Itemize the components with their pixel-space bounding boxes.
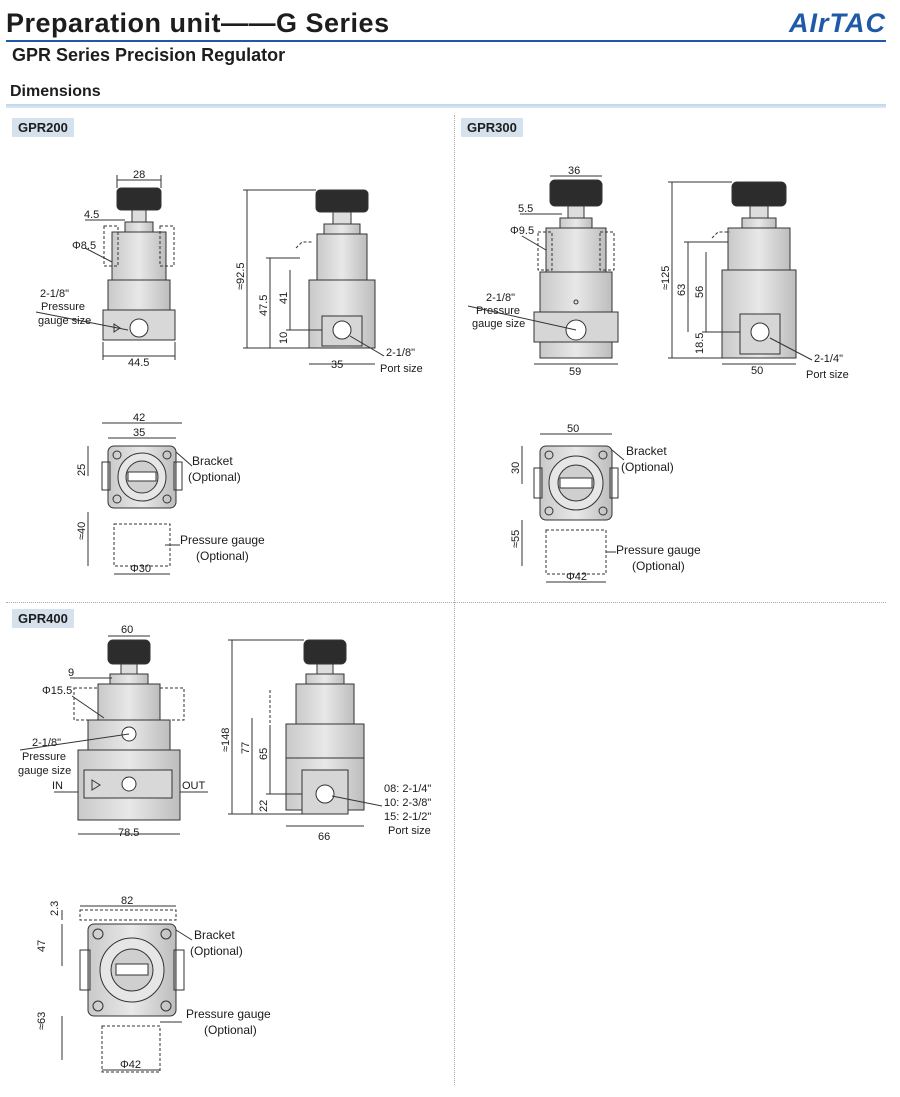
gpr400-dim-side-width: 66 xyxy=(318,831,330,843)
gpr200-bracket-label: Bracket xyxy=(192,454,233,468)
gpr400-gauge-thread: 2-1/8" xyxy=(32,737,61,749)
gpr300-bracket-optional: (Optional) xyxy=(621,460,674,474)
gpr400-port-label: Port size xyxy=(388,825,431,837)
gpr300-dim-height-2: 63 xyxy=(676,284,688,296)
gpr200-dim-height-3: 41 xyxy=(278,292,290,304)
gpr300-front-view xyxy=(467,175,619,365)
gpr200-gauge-thread: 2-1/8" xyxy=(40,288,69,300)
gpr200-bracket-optional: (Optional) xyxy=(188,470,241,484)
gpr200-dim-width-bottom: 44.5 xyxy=(128,357,149,369)
panel-label-gpr200: GPR200 xyxy=(12,118,74,137)
gpr200-dim-height: ≈92.5 xyxy=(235,263,247,290)
gpr400-dim-width-top: 60 xyxy=(121,624,133,636)
gpr200-gauge-label-1: Pressure xyxy=(41,301,85,313)
section-rule xyxy=(6,104,886,108)
gpr400-front-view xyxy=(19,635,208,835)
gpr300-gauge-label-1: Pressure xyxy=(476,305,520,317)
gpr400-bracket-label: Bracket xyxy=(194,928,235,942)
gpr400-gauge-optional: (Optional) xyxy=(204,1023,257,1037)
gpr200-dim-height-2: 47.5 xyxy=(258,295,270,316)
gpr200-port-thread: 2-1/8" xyxy=(386,347,415,359)
gpr300-gauge-optional: (Optional) xyxy=(632,559,685,573)
gpr400-dim-hole: Φ15.5 xyxy=(42,685,72,697)
gpr300-dim-gauge-height: ≈55 xyxy=(510,530,522,548)
gpr200-port-label: Port size xyxy=(380,363,423,375)
gpr400-dim-bottom-47: 47 xyxy=(36,940,48,952)
gpr400-in-label: IN xyxy=(52,780,63,792)
gpr300-port-label: Port size xyxy=(806,369,849,381)
gpr400-gauge-label: Pressure gauge xyxy=(186,1007,271,1021)
gpr400-gauge-label-1: Pressure xyxy=(22,751,66,763)
gpr300-bottom-view xyxy=(521,433,625,583)
gpr200-gauge-optional: (Optional) xyxy=(196,549,249,563)
gpr400-bottom-view xyxy=(61,905,193,1073)
gpr200-side-view xyxy=(243,189,385,365)
gpr200-dim-gauge-height: ≈40 xyxy=(76,522,88,540)
gpr300-gauge-label: Pressure gauge xyxy=(616,543,701,557)
gpr300-dim-height-3: 56 xyxy=(694,286,706,298)
gpr400-dim-height-2: 77 xyxy=(240,742,252,754)
gpr200-dim-bottom-42: 42 xyxy=(133,412,145,424)
page-title: Preparation unit——G Series xyxy=(6,8,390,38)
brand-logo: AIrTAC xyxy=(789,8,886,38)
gpr300-dim-stem: 5.5 xyxy=(518,203,533,215)
gpr300-dim-height-4: 18.5 xyxy=(694,333,706,354)
gpr200-gauge-label: Pressure gauge xyxy=(180,533,265,547)
gpr400-port-08: 08: 2-1/4" xyxy=(384,783,431,795)
gpr300-gauge-label-2: gauge size xyxy=(472,318,525,330)
gpr400-dim-width-bottom: 78.5 xyxy=(118,827,139,839)
page-subtitle: GPR Series Precision Regulator xyxy=(12,45,286,65)
vertical-divider xyxy=(454,115,455,1085)
gpr400-gauge-label-2: gauge size xyxy=(18,765,71,777)
gpr400-dim-stem: 9 xyxy=(68,667,74,679)
gpr200-dim-width-top: 28 xyxy=(133,169,145,181)
gpr400-dim-gauge-height: ≈63 xyxy=(36,1012,48,1030)
gpr300-side-view xyxy=(668,181,813,365)
gpr300-dim-bottom-50: 50 xyxy=(567,423,579,435)
gpr400-dim-height-4: 22 xyxy=(258,800,270,812)
gpr300-gauge-thread: 2-1/8" xyxy=(486,292,515,304)
gpr400-dim-bottom-82: 82 xyxy=(121,895,133,907)
section-title: Dimensions xyxy=(10,83,101,100)
gpr400-port-10: 10: 2-3/8" xyxy=(384,797,431,809)
gpr300-bracket-label: Bracket xyxy=(626,444,667,458)
gpr400-dim-bottom-23: 2.3 xyxy=(49,901,61,916)
gpr300-dim-width-top: 36 xyxy=(568,165,580,177)
gpr300-dim-side-width: 50 xyxy=(751,365,763,377)
gpr200-dim-hole: Φ8.5 xyxy=(72,240,96,252)
gpr400-dim-height: ≈148 xyxy=(220,728,232,752)
gpr200-dim-height-4: 10 xyxy=(278,332,290,344)
gpr200-dim-gauge-dia: Φ30 xyxy=(130,563,151,575)
gpr200-dim-side-width: 35 xyxy=(331,359,343,371)
gpr200-front-view xyxy=(35,175,176,360)
gpr300-dim-bottom-30: 30 xyxy=(510,462,522,474)
gpr400-side-view xyxy=(228,639,383,827)
gpr300-dim-gauge-dia: Φ42 xyxy=(566,571,587,583)
gpr400-port-15: 15: 2-1/2" xyxy=(384,811,431,823)
gpr400-dim-height-3: 65 xyxy=(258,748,270,760)
gpr300-dim-width-bottom: 59 xyxy=(569,366,581,378)
gpr200-dim-bottom-25: 25 xyxy=(76,464,88,476)
gpr200-gauge-label-2: gauge size xyxy=(38,315,91,327)
panel-label-gpr300: GPR300 xyxy=(461,118,523,137)
header-rule xyxy=(6,40,886,42)
gpr300-dim-height: ≈125 xyxy=(660,266,672,290)
horizontal-divider xyxy=(6,602,886,603)
gpr300-port-thread: 2-1/4" xyxy=(814,353,843,365)
gpr400-out-label: OUT xyxy=(182,780,206,792)
gpr200-dim-stem: 4.5 xyxy=(84,209,99,221)
gpr200-dim-bottom-35: 35 xyxy=(133,427,145,439)
gpr300-dim-hole: Φ9.5 xyxy=(510,225,534,237)
panel-label-gpr400: GPR400 xyxy=(12,609,74,628)
gpr400-bracket-optional: (Optional) xyxy=(190,944,243,958)
gpr400-dim-gauge-dia: Φ42 xyxy=(120,1059,141,1071)
gpr200-bottom-view xyxy=(87,422,193,575)
